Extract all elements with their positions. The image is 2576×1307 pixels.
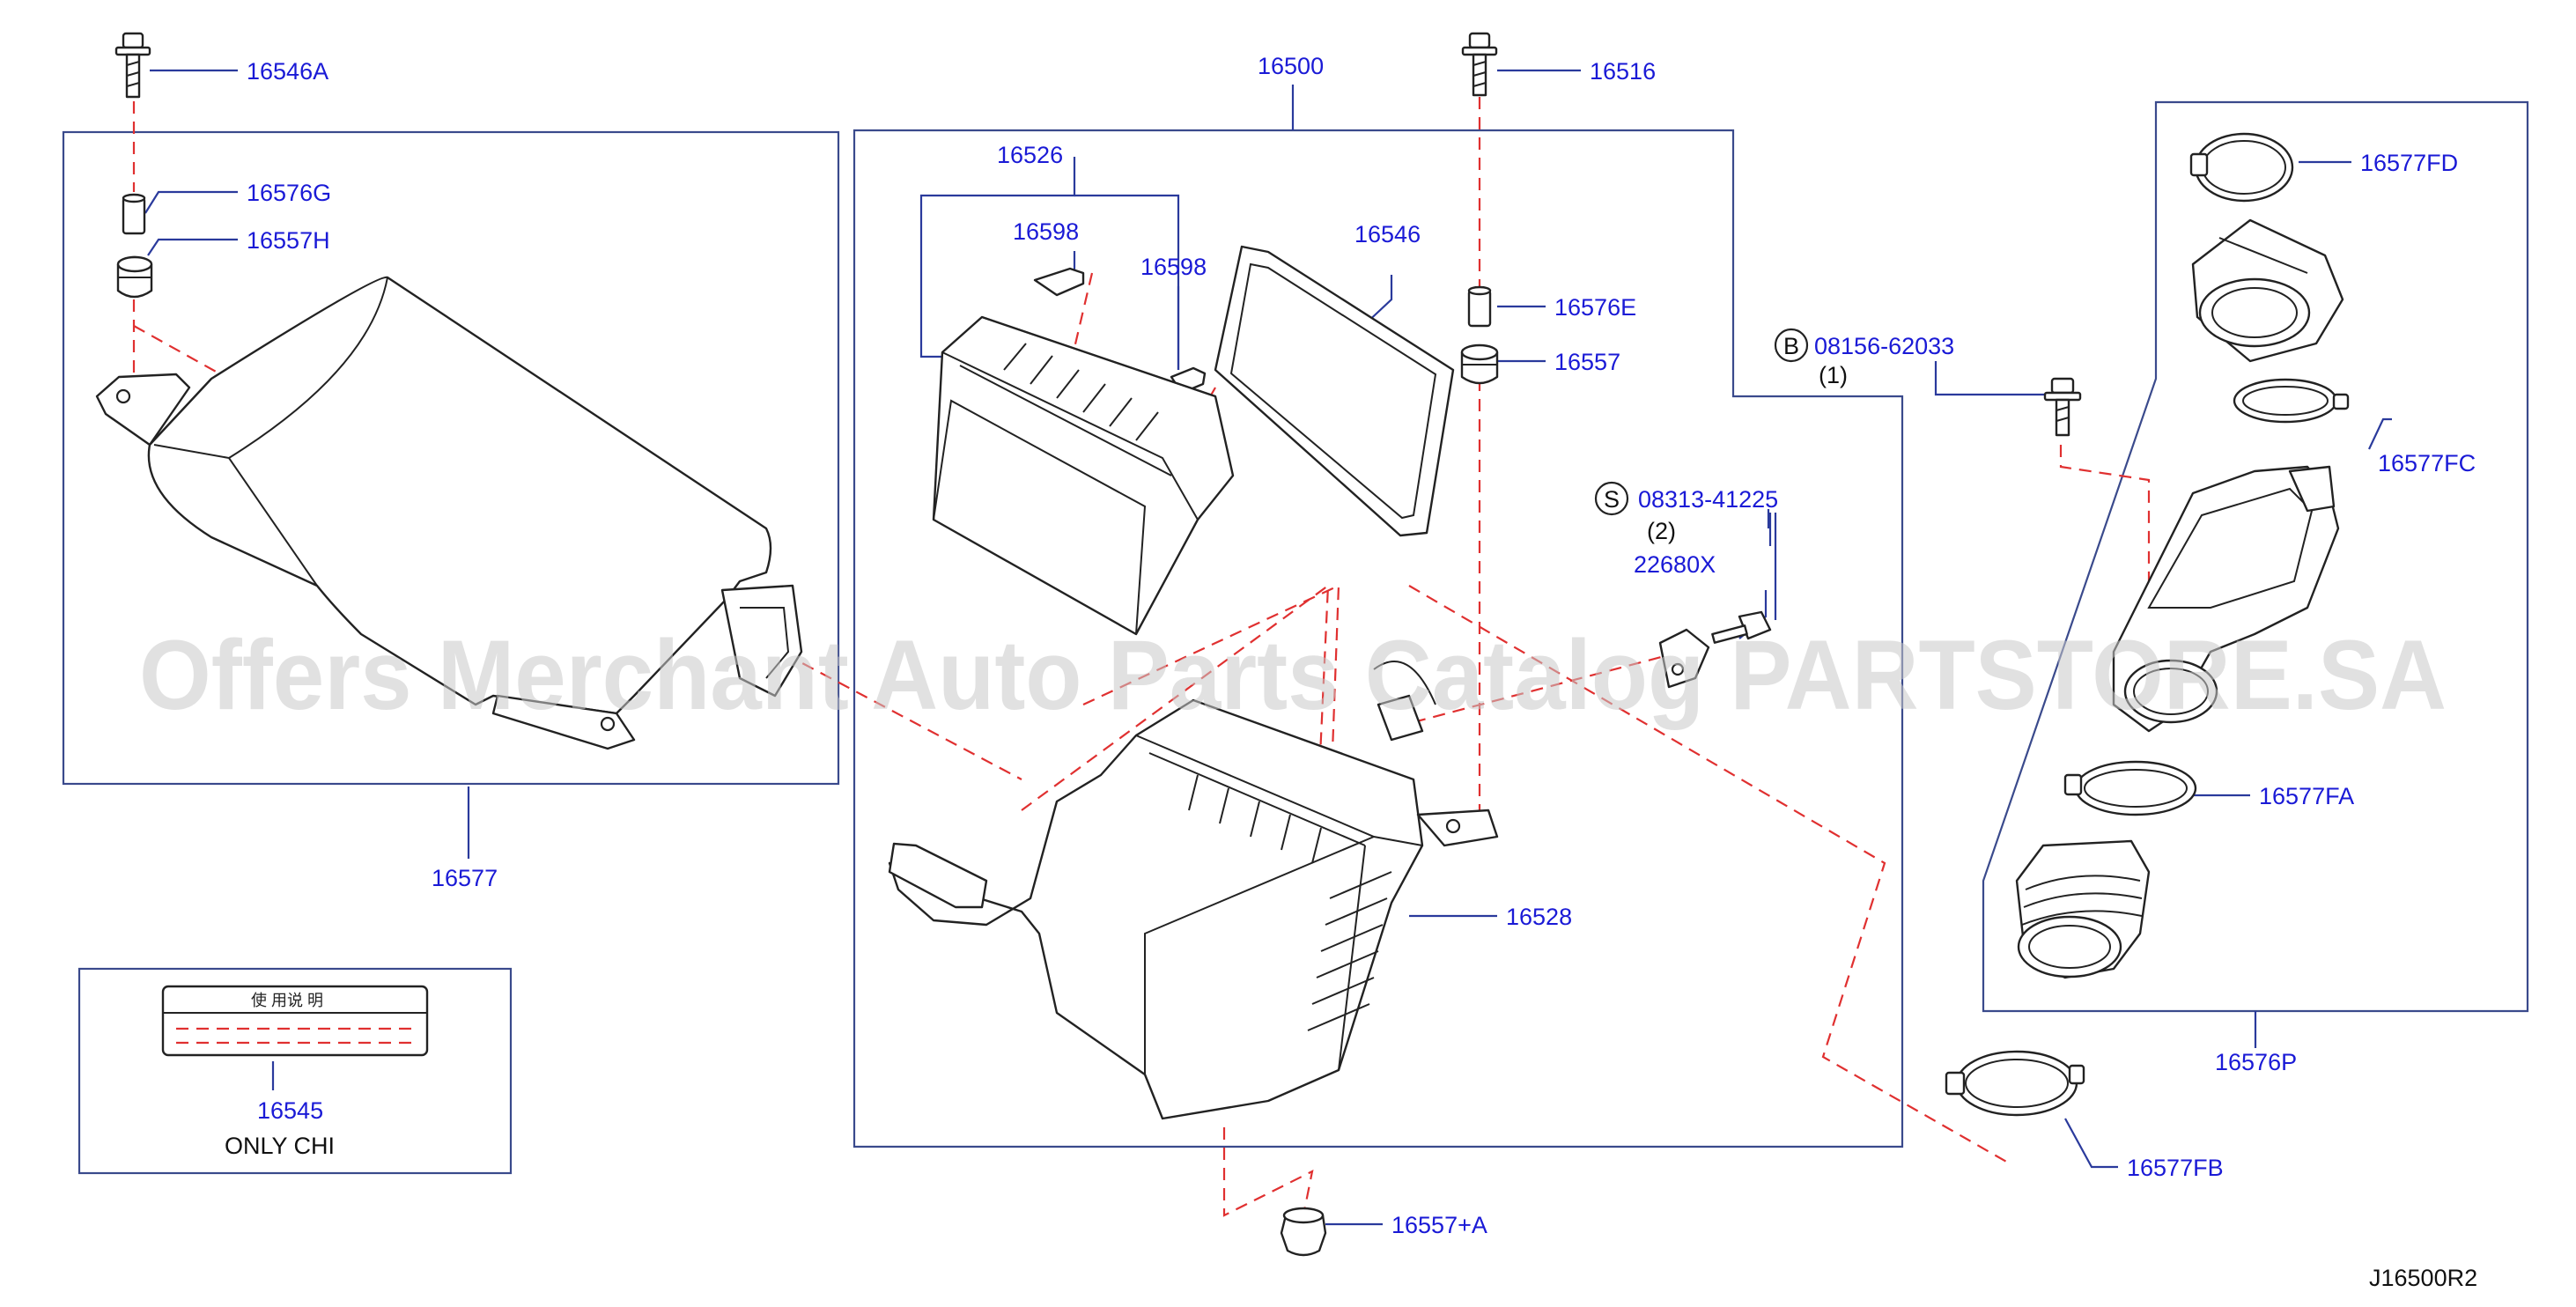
part-label-16577FA[interactable]: 16577FA: [2259, 783, 2354, 809]
filter-element-16546-icon: [1214, 245, 1455, 537]
badge-circle-s: [1594, 481, 1629, 516]
part-label-16500[interactable]: 16500: [1258, 53, 1324, 79]
part-label-16546A[interactable]: 16546A: [247, 58, 328, 85]
grommet-16557A-icon: [1280, 1207, 1327, 1257]
group-box-16577: [62, 130, 840, 786]
clamp-16577FC-icon: [2233, 378, 2350, 424]
part-label-16598-b[interactable]: 16598: [1140, 254, 1207, 280]
collar-16576E-icon: [1467, 285, 1492, 328]
clamp-16577FD-icon: [2189, 132, 2294, 203]
part-label-16528[interactable]: 16528: [1506, 904, 1572, 930]
part-label-16557A[interactable]: 16557+A: [1391, 1212, 1487, 1238]
part-label-16545[interactable]: 16545: [257, 1097, 323, 1124]
group-box-16500: [853, 129, 1904, 1148]
collar-16576G-icon: [122, 193, 146, 235]
part-label-16576E[interactable]: 16576E: [1554, 294, 1636, 321]
screw-08313-41225-icon: [1711, 610, 1772, 644]
label-card-16545-icon: [161, 985, 429, 1057]
group-box-16576P: [1982, 100, 2529, 1013]
part-qty-08156-62033: (1): [1819, 362, 1848, 388]
grommet-16557-icon: [1460, 343, 1499, 385]
filter-frame-16526-icon: [932, 315, 1235, 636]
part-label-16557H[interactable]: 16557H: [247, 227, 330, 254]
part-label-22680X[interactable]: 22680X: [1634, 551, 1716, 578]
part-label-16557[interactable]: 16557: [1554, 349, 1620, 375]
part-label-16598-a[interactable]: 16598: [1013, 218, 1079, 245]
diagram-code: J16500R2: [2369, 1265, 2477, 1291]
bellows-hose-icon: [2015, 839, 2151, 979]
part-label-16577FC[interactable]: 16577FC: [2378, 450, 2476, 476]
leader-lines: [144, 69, 2392, 1226]
bolt-08156-62033-icon: [2043, 377, 2082, 437]
watermark: Offers Merchant Auto Parts Catalog PARTS…: [139, 620, 2447, 730]
bolt-16546A-icon: [114, 32, 151, 99]
air-duct-16577-icon: [95, 276, 803, 750]
clamp-16577FB-icon: [1945, 1050, 2085, 1117]
part-label-16577FB[interactable]: 16577FB: [2127, 1155, 2224, 1181]
part-label-08156-62033[interactable]: 08156-62033: [1814, 333, 1954, 359]
part-label-16576P[interactable]: 16576P: [2215, 1049, 2297, 1075]
part-note-16545: ONLY CHI: [225, 1133, 335, 1159]
badge-circle-b: [1774, 328, 1809, 363]
part-label-16516[interactable]: 16516: [1590, 58, 1656, 85]
badge-b: B: [1783, 333, 1799, 359]
part-label-16546[interactable]: 16546: [1354, 221, 1421, 247]
part-label-16576G[interactable]: 16576G: [247, 180, 331, 206]
sensor-22680X-icon: [1658, 628, 1710, 689]
part-label-16526[interactable]: 16526: [997, 142, 1063, 168]
badge-s: S: [1604, 486, 1620, 513]
label-card-title: 使 用说 明: [251, 992, 323, 1009]
group-box-16545: [78, 967, 513, 1175]
part-label-16577[interactable]: 16577: [432, 865, 498, 891]
part-label-16577FD[interactable]: 16577FD: [2360, 150, 2458, 176]
hose-adapter-icon: [2191, 218, 2344, 363]
part-label-08313-41225[interactable]: 08313-41225: [1638, 486, 1778, 513]
clamp-16577FA-icon: [2063, 760, 2197, 816]
grommet-16557H-icon: [116, 255, 153, 299]
air-cleaner-case-16528-icon: [888, 661, 1499, 1120]
bolt-16516-icon: [1461, 32, 1498, 97]
air-duct-16576P-icon: [2112, 465, 2340, 733]
part-qty-08313-41225: (2): [1647, 518, 1676, 544]
